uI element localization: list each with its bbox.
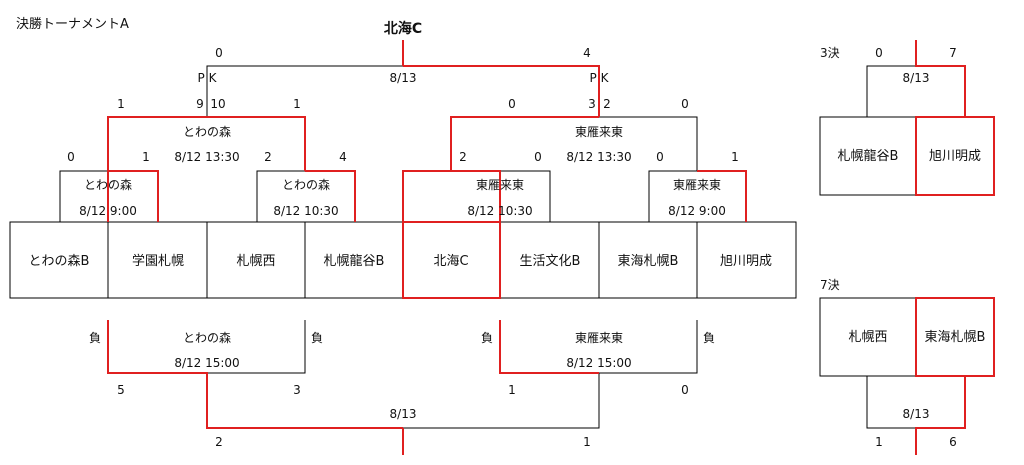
champion-name: 北海C bbox=[384, 20, 422, 37]
seventh-place-label: 7決 bbox=[820, 278, 840, 292]
winner-path-losers-2 bbox=[499, 320, 599, 374]
final-pk-label: P K bbox=[198, 71, 218, 85]
round1-venue: 東雁来東 bbox=[476, 178, 524, 192]
team-name: 東海札幌B bbox=[618, 253, 679, 269]
round1-score: 2 bbox=[459, 150, 467, 164]
round1-datetime: 8/12 10:30 bbox=[467, 204, 532, 218]
team-name: 札幌西 bbox=[848, 329, 887, 345]
page-title: 決勝トーナメントA bbox=[16, 17, 129, 32]
losers-score: 1 bbox=[508, 383, 516, 397]
team-name: 旭川明成 bbox=[720, 254, 772, 269]
round1-datetime: 8/12 9:00 bbox=[79, 204, 137, 218]
losers-venue: とわの森 bbox=[183, 330, 231, 345]
semifinal-pk-score: 3 bbox=[588, 97, 596, 111]
team-name: 東海札幌B bbox=[925, 329, 986, 345]
round1-score: 0 bbox=[67, 150, 75, 164]
semifinal-venue: とわの森 bbox=[183, 124, 231, 139]
semifinal-score: 1 bbox=[117, 97, 125, 111]
winner-path-r1-4 bbox=[697, 170, 747, 222]
losers-datetime: 8/12 15:00 bbox=[174, 356, 239, 370]
round1-score: 1 bbox=[731, 150, 739, 164]
round1-score: 4 bbox=[339, 150, 347, 164]
losers-datetime: 8/12 15:00 bbox=[566, 356, 631, 370]
round1-venue: とわの森 bbox=[84, 177, 132, 192]
losers-score: 5 bbox=[117, 383, 125, 397]
losers-score: 3 bbox=[293, 383, 301, 397]
seventh-place-score: 6 bbox=[949, 435, 957, 449]
third-place-score: 0 bbox=[875, 46, 883, 60]
team-name: とわの森B bbox=[29, 254, 90, 269]
winner-path-r1-1 bbox=[107, 170, 159, 222]
semifinal-score: 0 bbox=[681, 97, 689, 111]
semifinal-venue: 東雁来東 bbox=[575, 125, 623, 139]
winner-path-final bbox=[403, 65, 600, 117]
semifinal-score: 1 bbox=[293, 97, 301, 111]
round1-score: 2 bbox=[264, 150, 272, 164]
team-name: 札幌龍谷B bbox=[838, 148, 899, 164]
loss-label: 負 bbox=[703, 331, 715, 345]
third-place-date: 8/13 bbox=[903, 71, 930, 85]
loss-label: 負 bbox=[481, 331, 493, 345]
losers-score: 0 bbox=[681, 383, 689, 397]
round1-score: 1 bbox=[142, 150, 150, 164]
loss-label: 負 bbox=[311, 331, 323, 345]
seventh-place-score: 1 bbox=[875, 435, 883, 449]
seventh-place-date: 8/13 bbox=[903, 407, 930, 421]
round1-score: 0 bbox=[656, 150, 664, 164]
winner-path-sf-2 bbox=[450, 116, 599, 171]
final-date: 8/13 bbox=[390, 71, 417, 85]
semifinal-pk-score: 9 bbox=[196, 97, 204, 111]
team-name: 札幌西 bbox=[236, 253, 275, 269]
team-name: 北海C bbox=[433, 254, 468, 269]
winner-path-r1-2 bbox=[305, 170, 356, 222]
losers-decider-score: 2 bbox=[215, 435, 223, 449]
champion-box-highlight bbox=[402, 221, 501, 299]
losers-decider-date: 8/13 bbox=[390, 407, 417, 421]
final-score: 0 bbox=[215, 46, 223, 60]
team-name: 旭川明成 bbox=[929, 149, 981, 164]
round1-score: 0 bbox=[534, 150, 542, 164]
team-name: 学園札幌 bbox=[132, 253, 184, 269]
third-place-label: 3決 bbox=[820, 46, 840, 60]
winner-path-sf-1 bbox=[107, 116, 306, 171]
third-place-winner-box bbox=[915, 116, 995, 196]
round1-venue: 東雁来東 bbox=[673, 178, 721, 192]
round1-venue: とわの森 bbox=[282, 177, 330, 192]
seventh-place-winner-box bbox=[915, 297, 995, 377]
seventh-place-winner-path bbox=[915, 376, 966, 455]
semifinal-score: 0 bbox=[508, 97, 516, 111]
losers-venue: 東雁来東 bbox=[575, 331, 623, 345]
round1-datetime: 8/12 10:30 bbox=[273, 204, 338, 218]
semifinal-pk-score: 10 bbox=[210, 97, 225, 111]
semifinal-datetime: 8/12 13:30 bbox=[174, 150, 239, 164]
losers-decider-score: 1 bbox=[583, 435, 591, 449]
team-name: 生活文化B bbox=[520, 254, 581, 269]
winner-path-losers-1 bbox=[107, 320, 403, 429]
third-place-score: 7 bbox=[949, 46, 957, 60]
final-score: 4 bbox=[583, 46, 591, 60]
team-name: 札幌龍谷B bbox=[324, 253, 385, 269]
third-place-winner-path bbox=[915, 40, 966, 117]
round1-datetime: 8/12 9:00 bbox=[668, 204, 726, 218]
loss-label: 負 bbox=[89, 331, 101, 345]
semifinal-datetime: 8/12 13:30 bbox=[566, 150, 631, 164]
semifinal-pk-score: 2 bbox=[603, 97, 611, 111]
final-pk-label: P K bbox=[590, 71, 610, 85]
